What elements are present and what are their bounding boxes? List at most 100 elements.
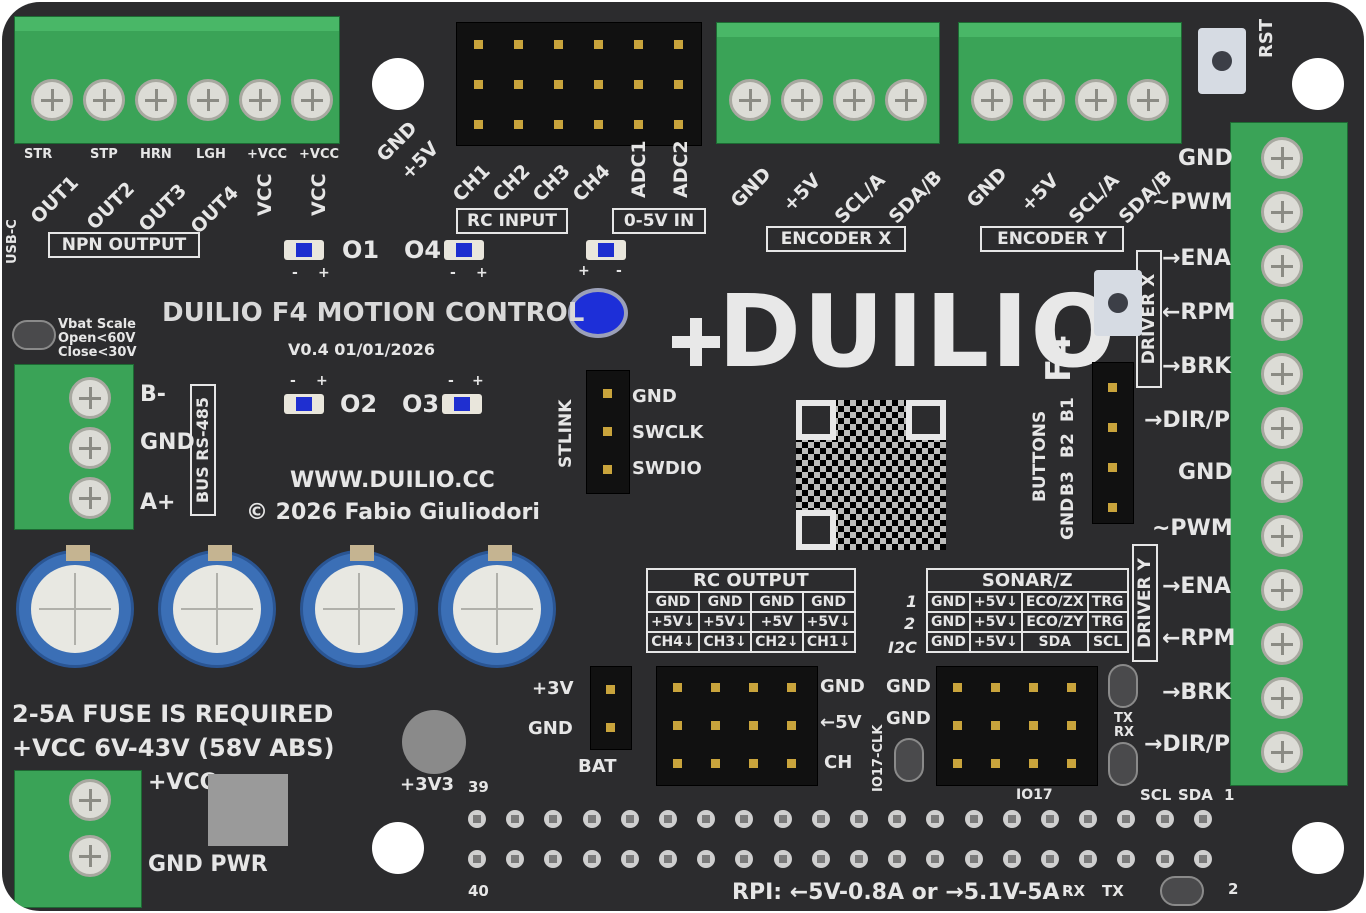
- vbat-scale: Vbat Scale: [58, 317, 136, 332]
- tx-jumper[interactable]: [1108, 664, 1138, 708]
- rpi-jumper[interactable]: [1160, 876, 1204, 906]
- stlink-swdio: SWDIO: [632, 458, 702, 479]
- rpi-pad: [697, 850, 716, 868]
- mount-hole: [372, 822, 424, 874]
- rpi-pad: [1117, 850, 1136, 868]
- logo-suffix: F4: [1039, 335, 1079, 382]
- encoder-x-terminal: [716, 22, 940, 144]
- reset-button[interactable]: [1198, 28, 1246, 94]
- stlink-swclk: SWCLK: [632, 422, 704, 443]
- io17-jumper[interactable]: [894, 738, 924, 782]
- led-o4-minus: -: [450, 265, 456, 281]
- mount-hole: [1292, 58, 1344, 110]
- encoder-x-title: ENCODER X: [766, 226, 906, 252]
- rc-input-header[interactable]: [456, 22, 702, 146]
- rpi-pad: [620, 850, 639, 868]
- sonar-title: SONAR/Z: [926, 568, 1129, 593]
- logo-text: DUILIO: [718, 273, 1118, 390]
- rpi-pad: [1193, 850, 1212, 868]
- rpi-rx: RX: [1062, 882, 1086, 900]
- vbat-jumper[interactable]: [12, 320, 56, 350]
- npn-label-lgh: LGH: [196, 147, 226, 162]
- rpi-pad: [544, 850, 563, 868]
- led-o3-minus: -: [448, 373, 454, 389]
- npn-vcc1: VCC: [254, 173, 276, 216]
- buttons-title: BUTTONS: [1030, 410, 1050, 502]
- sonar-row2-label: 2: [904, 614, 916, 633]
- sonar-header[interactable]: [936, 666, 1098, 786]
- rc-output-ch: CH: [824, 752, 853, 773]
- pad-3v3: [402, 710, 466, 774]
- npn-label-stp: STP: [90, 147, 118, 162]
- adc2-label: ADC2: [670, 140, 692, 198]
- vcc-note: +VCC 6V-43V (58V ABS): [12, 734, 335, 762]
- mount-hole: [1292, 822, 1344, 874]
- scl-label: SCL: [1140, 786, 1172, 804]
- npn-label-vcc2: +VCC: [299, 147, 340, 162]
- rc-output-header[interactable]: [656, 666, 818, 786]
- rs485-terminal: [14, 364, 134, 530]
- led-adc-plus: +: [578, 263, 590, 279]
- capacitor: [16, 545, 134, 668]
- driver-terminal: [1230, 122, 1348, 786]
- rpi-pad: [811, 850, 830, 868]
- rpi-pad: [773, 850, 792, 868]
- led-o4-plus: +: [476, 265, 488, 281]
- stlink-header[interactable]: [586, 370, 630, 494]
- led-adc: [586, 240, 626, 260]
- pin-1-label: 1: [1224, 786, 1235, 804]
- led-o1-plus: +: [318, 265, 330, 281]
- website: WWW.DUILIO.CC: [290, 468, 495, 493]
- pin-2-label: 2: [1228, 880, 1239, 898]
- rs485-title: BUS RS-485: [190, 384, 216, 516]
- driver-x-pwm: ~PWM: [1152, 190, 1233, 215]
- status-led: [568, 288, 628, 338]
- rpi-pad: [735, 810, 754, 828]
- rpi-pad: [888, 810, 907, 828]
- vbat-open: Open<60V: [58, 331, 136, 346]
- encoder-x-sda: SDA/B: [884, 166, 947, 229]
- led-o4-label: O4: [404, 236, 442, 264]
- rpi-pad: [1193, 810, 1212, 828]
- rpi-pad: [1155, 850, 1174, 868]
- npn-out4: OUT4: [186, 181, 243, 239]
- qr-code: [796, 400, 946, 550]
- adc1-label: ADC1: [628, 140, 650, 198]
- encoder-y-5v: +5V: [1016, 169, 1064, 217]
- encoder-y-terminal: [958, 22, 1182, 144]
- encoder-x-5v: +5V: [778, 169, 826, 217]
- rpi-pad: [926, 850, 945, 868]
- user-button[interactable]: [1094, 270, 1142, 336]
- rpi-pad: [506, 850, 525, 868]
- encoder-y-gnd: GND: [962, 163, 1012, 213]
- led-o3: [442, 394, 482, 414]
- rpi-header-pads: [468, 810, 1248, 874]
- buttons-b2: B2: [1058, 433, 1078, 458]
- led-o3-label: O3: [402, 390, 440, 418]
- driver-y-ena: →ENA: [1162, 574, 1231, 599]
- bat-header[interactable]: [590, 666, 632, 750]
- rpi-pad: [620, 810, 639, 828]
- rpi-pad: [1041, 850, 1059, 868]
- rpi-pad: [1079, 810, 1098, 828]
- rpi-pad: [582, 850, 601, 868]
- buttons-header[interactable]: [1092, 362, 1134, 524]
- capacitor: [300, 545, 418, 668]
- led-o1-minus: -: [292, 265, 298, 281]
- led-o1-label: O1: [342, 236, 380, 264]
- rx-jumper[interactable]: [1108, 742, 1138, 786]
- logo-plus-icon: [672, 318, 720, 366]
- rpi-note: RPI: ←5V-0.8A or →5.1V-5A: [732, 880, 1060, 905]
- rs485-b: B-: [140, 382, 166, 407]
- stlink-gnd: GND: [632, 386, 677, 407]
- buttons-b3: B3: [1058, 471, 1078, 496]
- rs485-a: A+: [140, 490, 176, 515]
- driver-y-pwm: ~PWM: [1152, 516, 1233, 541]
- mount-hole: [372, 58, 424, 110]
- rc-input-ch3: CH3: [528, 160, 575, 207]
- sonar-row3-label: I2C: [888, 638, 917, 657]
- led-o2: [284, 394, 324, 414]
- led-o2-plus: +: [316, 373, 328, 389]
- rpi-pad: [1041, 810, 1059, 828]
